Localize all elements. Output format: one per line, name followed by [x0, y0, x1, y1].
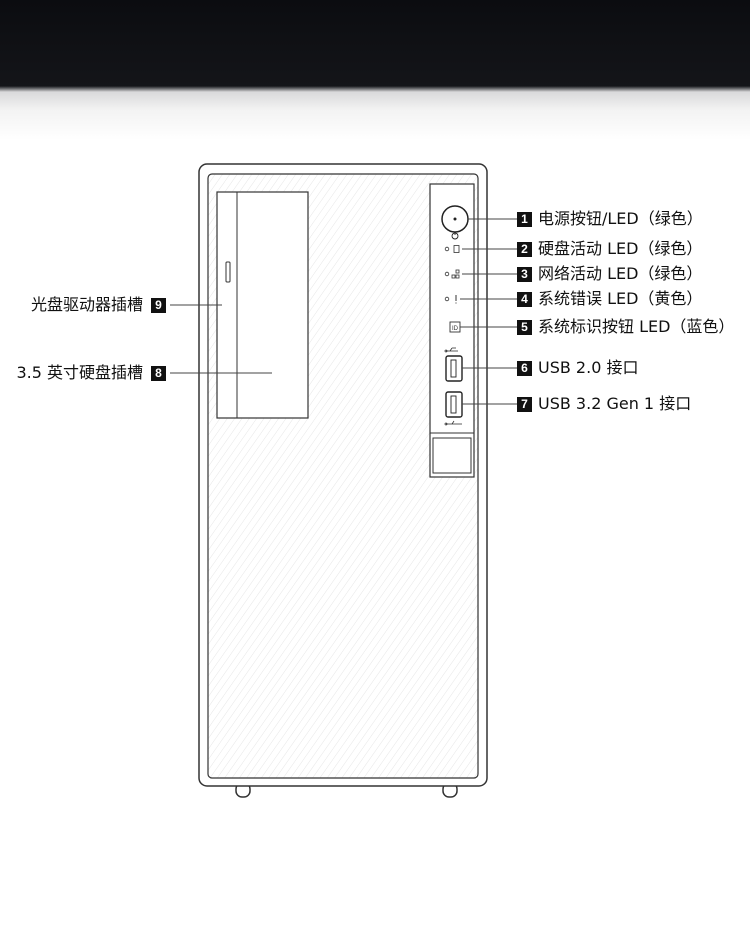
callout-network: 3 网络活动 LED（绿色） — [517, 264, 702, 284]
callout-badge: 1 — [517, 211, 532, 227]
callout-badge: 6 — [517, 360, 532, 376]
usb3-port-tongue — [450, 395, 457, 414]
optical-eject-slot — [225, 261, 231, 283]
callout-text: 电源按钮/LED（绿色） — [538, 209, 703, 228]
callout-system-id: 5 系统标识按钮 LED（蓝色） — [517, 317, 734, 337]
callout-badge: 3 — [517, 266, 532, 282]
callout-text: USB 3.2 Gen 1 接口 — [538, 394, 692, 413]
callout-badge: 5 — [517, 319, 532, 335]
callout-hdd-bay: 3.5 英寸硬盘插槽 8 — [16, 363, 166, 383]
callout-text: 硬盘活动 LED（绿色） — [538, 239, 703, 258]
callout-error: 4 系统错误 LED（黄色） — [517, 289, 702, 309]
power-button-led — [453, 217, 457, 221]
callout-text: 系统错误 LED（黄色） — [538, 289, 703, 308]
header-background — [0, 0, 750, 140]
callout-text: 网络活动 LED（绿色） — [538, 264, 703, 283]
callout-text: USB 2.0 接口 — [538, 358, 639, 377]
callout-badge: 2 — [517, 241, 532, 257]
usb2-port-tongue — [450, 359, 457, 378]
callout-text: 3.5 英寸硬盘插槽 — [16, 363, 143, 382]
callout-usb2: 6 USB 2.0 接口 — [517, 358, 638, 378]
error-led — [444, 296, 450, 302]
callout-badge: 8 — [151, 365, 166, 381]
id-icon: ID — [452, 326, 459, 332]
network-led — [444, 271, 450, 277]
callout-badge: 4 — [517, 291, 532, 307]
drive-bay-block — [216, 191, 309, 419]
callout-hdd: 2 硬盘活动 LED（绿色） — [517, 239, 702, 259]
callout-leaders-right — [460, 218, 517, 405]
power-icon — [451, 231, 459, 240]
callout-text: 系统标识按钮 LED（蓝色） — [538, 317, 735, 336]
callout-leaders-left — [170, 304, 272, 374]
callout-optical-bay: 光盘驱动器插槽 9 — [31, 295, 166, 315]
usb-icon — [444, 347, 458, 353]
usb3-icon — [444, 420, 462, 426]
callout-badge: 9 — [151, 297, 166, 313]
hdd-icon — [453, 245, 460, 253]
io-lower-cover — [432, 437, 472, 474]
callout-text: 光盘驱动器插槽 — [30, 295, 143, 314]
callout-usb3: 7 USB 3.2 Gen 1 接口 — [517, 394, 691, 414]
hdd-led — [444, 246, 450, 252]
callout-power: 1 电源按钮/LED（绿色） — [517, 209, 703, 229]
callout-badge: 7 — [517, 396, 532, 412]
network-icon — [451, 269, 460, 279]
